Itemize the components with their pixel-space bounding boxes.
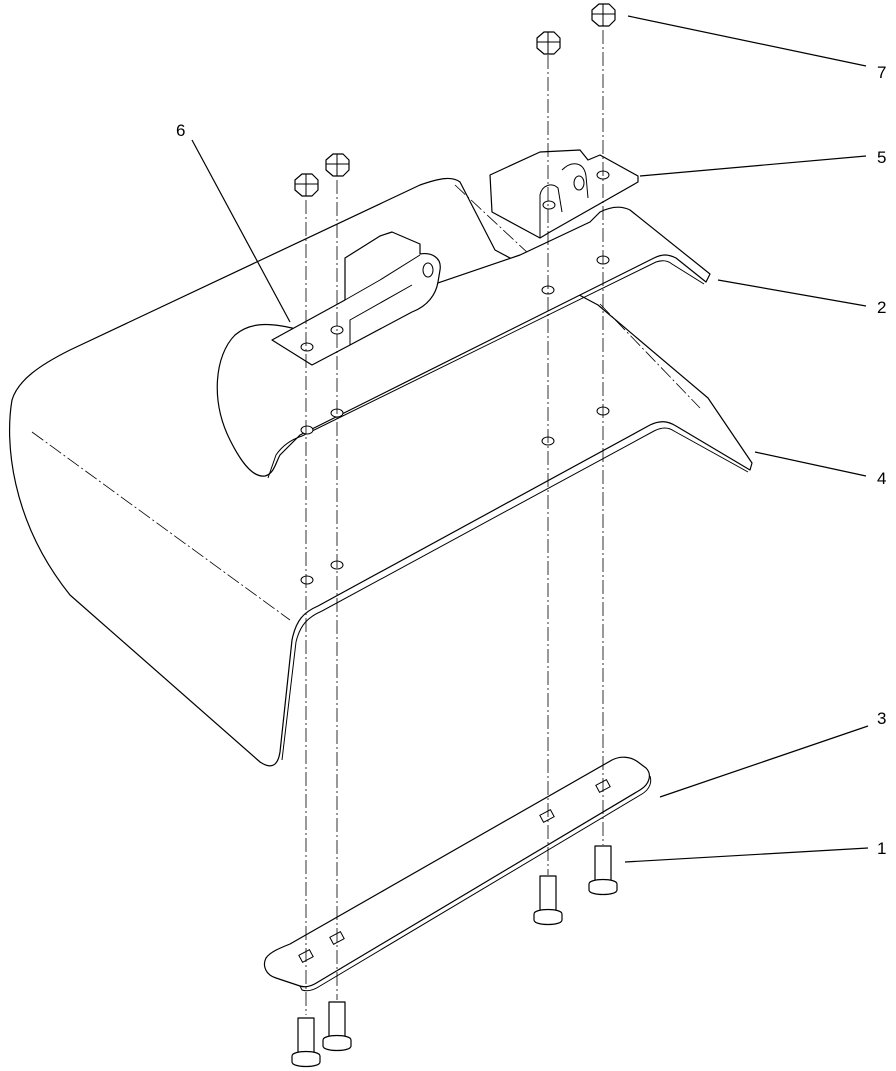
leader-4 [754, 451, 867, 477]
fastener-centerlines [305, 30, 604, 1015]
nut [536, 31, 561, 55]
leader-3 [659, 725, 869, 798]
callout-1: 1 [877, 839, 886, 858]
leader-6 [191, 139, 291, 323]
bolt [291, 1017, 321, 1068]
bolt [533, 875, 563, 926]
part-1-bolts [291, 845, 618, 1068]
part-2-top-plate [216, 206, 711, 479]
callout-5: 5 [877, 148, 886, 167]
leader-7 [627, 15, 867, 67]
nut [325, 153, 350, 177]
part-3-bottom-plate [263, 756, 652, 992]
bolt [322, 1001, 352, 1052]
part-4-chute [8, 177, 753, 767]
callout-6: 6 [176, 121, 185, 140]
callout-labels: 1 2 3 4 5 6 7 [176, 63, 886, 858]
callout-2: 2 [877, 298, 886, 317]
nut [294, 173, 319, 197]
nut [591, 3, 616, 27]
callout-4: 4 [877, 469, 886, 488]
callout-3: 3 [877, 709, 886, 728]
leader-lines [191, 15, 869, 863]
leader-2 [717, 279, 867, 307]
bolt [588, 845, 618, 896]
part-7-nuts [294, 3, 616, 197]
leader-1 [624, 847, 869, 863]
leader-5 [639, 155, 867, 177]
part-6-left-bracket [271, 231, 441, 366]
callout-7: 7 [877, 63, 886, 82]
